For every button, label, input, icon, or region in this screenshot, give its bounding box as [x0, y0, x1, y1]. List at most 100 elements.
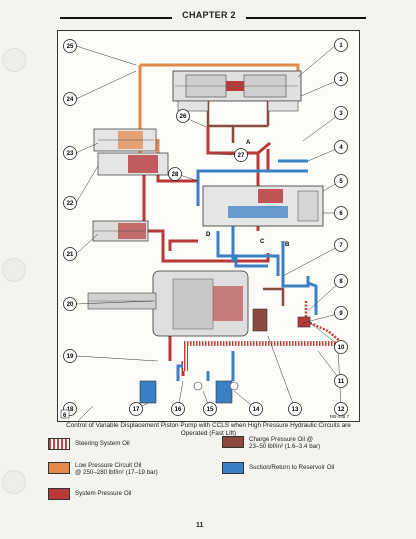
callout-16: 16 — [171, 402, 185, 416]
callout-circle-8 — [334, 274, 348, 288]
legend-low-pressure: Low Pressure Circuit Oil @ 250–280 lbf/i… — [48, 462, 158, 476]
callout-circle-4 — [334, 140, 348, 154]
punch-hole-bottom — [2, 470, 26, 494]
filter-9 — [252, 308, 268, 332]
callout-25: 25 — [63, 39, 77, 53]
suction-return-lines — [176, 159, 318, 381]
legend-charge-line1: Charge Pressure Oil @ — [249, 436, 314, 443]
legend-low-pressure-line1: Low Pressure Circuit Oil — [75, 462, 142, 469]
callout-10: 10 — [334, 340, 348, 354]
figure-caption: Control of Variable Displacement Piston … — [66, 422, 351, 437]
legend-swatch-system — [48, 488, 70, 500]
figure-reference-code: RB-145 7 — [330, 414, 350, 419]
legend-label-low-pressure: Low Pressure Circuit Oil @ 250–280 lbf/i… — [75, 462, 158, 476]
control-valve-middle — [97, 152, 169, 176]
callout-5: 5 — [334, 174, 348, 188]
port-letters: A B C D — [206, 140, 290, 248]
callout-circle-26 — [176, 109, 190, 123]
callout-circle-12 — [334, 402, 348, 416]
callout-circle-11 — [334, 374, 348, 388]
callout-number-9: 9 — [339, 311, 343, 317]
callout-15: 15 — [203, 402, 217, 416]
callout-circle-5 — [334, 174, 348, 188]
callout-number-10: 10 — [338, 345, 345, 351]
callout-leaders — [75, 44, 342, 421]
callout-number-25: 25 — [67, 44, 74, 50]
pressure-gauges — [193, 381, 239, 391]
callout-number-26: 26 — [180, 114, 187, 120]
callout-6: 6 — [334, 206, 348, 220]
callout-markers: 1234567891011121314151617181920212223242… — [63, 38, 348, 416]
legend-label-steering: Steering System Oil — [75, 440, 130, 447]
callout-number-11: 11 — [338, 379, 345, 385]
legend-suction: Suction/Return to Reservoir Oil — [222, 462, 334, 474]
callout-21: 21 — [63, 247, 77, 261]
callout-number-7: 7 — [339, 243, 343, 249]
reservoir-filter-right — [215, 380, 233, 404]
punch-hole-top — [2, 48, 26, 72]
legend-label-charge: Charge Pressure Oil @ 23–50 lbf/in² (1.6… — [249, 436, 320, 450]
callout-number-12: 12 — [338, 407, 345, 413]
callout-circle-28 — [168, 167, 182, 181]
callout-number-28: 28 — [172, 172, 179, 178]
legend-charge-line2: 23–50 lbf/in² (1.6–3.4 bar) — [249, 443, 321, 451]
callout-1: 1 — [334, 38, 348, 52]
reference-box — [60, 409, 70, 419]
callout-number-15: 15 — [207, 407, 214, 413]
valve-block-right — [202, 185, 324, 227]
legend-swatch-low-pressure — [48, 462, 70, 474]
callout-12: 12 — [334, 402, 348, 416]
callout-number-24: 24 — [67, 97, 74, 103]
callout-3: 3 — [334, 106, 348, 120]
callout-circle-24 — [63, 92, 77, 106]
callout-23: 23 — [63, 146, 77, 160]
port-letter-d: D — [206, 232, 211, 238]
callout-27: 27 — [234, 148, 248, 162]
callout-number-17: 17 — [133, 407, 140, 413]
callout-number-16: 16 — [175, 407, 182, 413]
legend-steering: Steering System Oil — [48, 438, 130, 450]
callout-circle-23 — [63, 146, 77, 160]
callout-circle-9 — [334, 306, 348, 320]
port-letter-a: A — [246, 140, 251, 146]
callout-number-13: 13 — [292, 407, 299, 413]
callout-number-6: 6 — [339, 211, 343, 217]
port-letter-c: C — [260, 239, 265, 245]
piston-pump — [87, 270, 249, 337]
callout-number-14: 14 — [253, 407, 260, 413]
callout-11: 11 — [334, 374, 348, 388]
callout-14: 14 — [249, 402, 263, 416]
callout-circle-14 — [249, 402, 263, 416]
callout-circle-20 — [63, 297, 77, 311]
header-rule-right — [246, 17, 366, 19]
callout-circle-27 — [234, 148, 248, 162]
callout-circle-1 — [334, 38, 348, 52]
legend-swatch-charge — [222, 436, 244, 448]
callout-circle-3 — [334, 106, 348, 120]
callout-28: 28 — [168, 167, 182, 181]
callout-number-8: 8 — [339, 279, 343, 285]
callout-circle-19 — [63, 349, 77, 363]
punch-hole-middle — [2, 258, 26, 282]
callout-7: 7 — [334, 238, 348, 252]
callout-number-2: 2 — [339, 77, 343, 83]
top-cylinder-assembly — [172, 70, 302, 112]
callout-17: 17 — [129, 402, 143, 416]
legend-label-suction: Suction/Return to Reservoir Oil — [249, 464, 335, 471]
legend-system: System Pressure Oil — [48, 488, 131, 500]
callout-20: 20 — [63, 297, 77, 311]
callout-number-22: 22 — [67, 201, 74, 207]
callout-circle-25 — [63, 39, 77, 53]
relief-valve-left — [92, 220, 149, 242]
callout-24: 24 — [63, 92, 77, 106]
callout-circle-15 — [203, 402, 217, 416]
control-valve-upper — [93, 128, 157, 152]
callout-8: 8 — [334, 274, 348, 288]
callout-circle-2 — [334, 72, 348, 86]
callout-circle-22 — [63, 196, 77, 210]
callout-circle-13 — [288, 402, 302, 416]
valve-8 — [297, 316, 311, 328]
legend-swatch-steering — [48, 438, 70, 450]
reference-box-number: 6 — [63, 413, 67, 419]
